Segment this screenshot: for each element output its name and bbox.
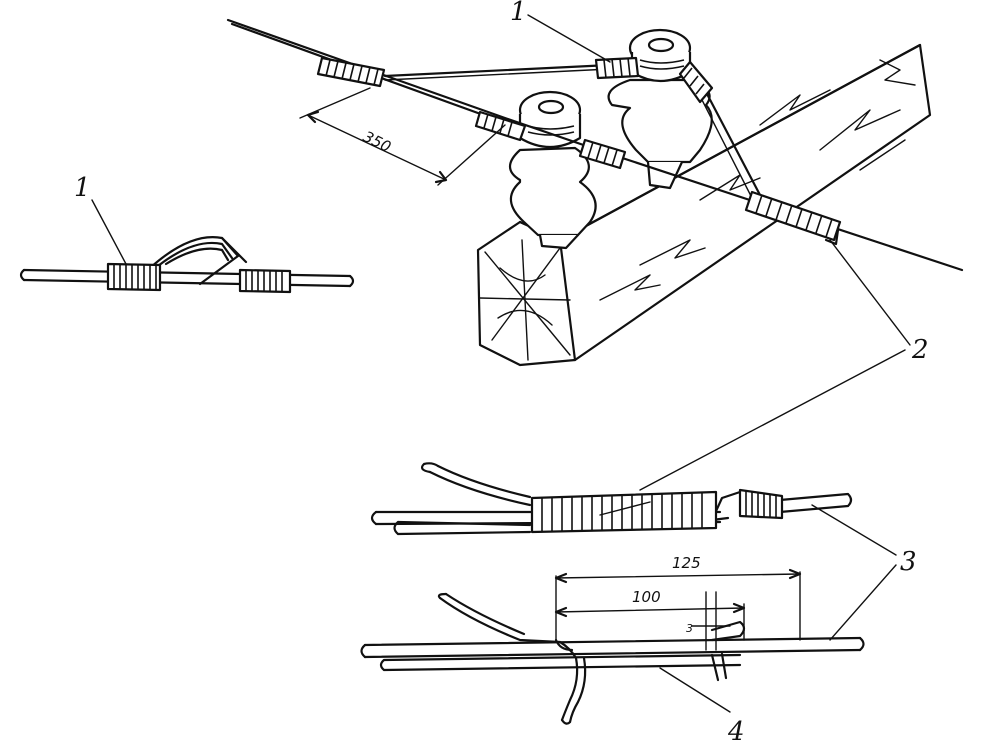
callout-3-label: 3	[900, 547, 917, 577]
callout-1-top: 1	[510, 0, 611, 63]
callout-1-top-label: 1	[510, 0, 527, 27]
dimension-100-text: 100	[632, 588, 661, 606]
dimension-100: 100	[554, 588, 746, 641]
binding-right	[744, 190, 842, 246]
end-grain	[479, 239, 571, 361]
binding-left	[316, 56, 386, 88]
callout-2: 2	[639, 239, 929, 491]
callout-3: 3	[811, 504, 917, 641]
dimension-3: 3	[686, 591, 731, 651]
dimension-350-text: 350	[360, 127, 394, 156]
callout-1-left-label: 1	[74, 173, 91, 203]
prepared-joint-detail: 125 100 3	[360, 554, 865, 725]
crossarm-assembly: 350 1	[226, 0, 964, 367]
callout-2-label: 2	[911, 335, 929, 365]
binding-front-insulator	[474, 110, 627, 170]
dimension-125: 125	[554, 554, 802, 641]
insulator-front	[508, 90, 597, 250]
dimension-350: 350	[299, 87, 506, 186]
wrapped-joint-detail	[370, 462, 853, 536]
binding-detail-left: 1	[19, 173, 355, 294]
dimension-3-text: 3	[686, 622, 693, 635]
callout-4-label: 4	[727, 717, 745, 747]
dimension-125-text: 125	[672, 554, 701, 572]
tie-wire-back	[383, 63, 612, 78]
binding-back-insulator	[594, 56, 714, 104]
callout-4: 4	[659, 667, 745, 747]
insulator-back	[607, 28, 713, 190]
